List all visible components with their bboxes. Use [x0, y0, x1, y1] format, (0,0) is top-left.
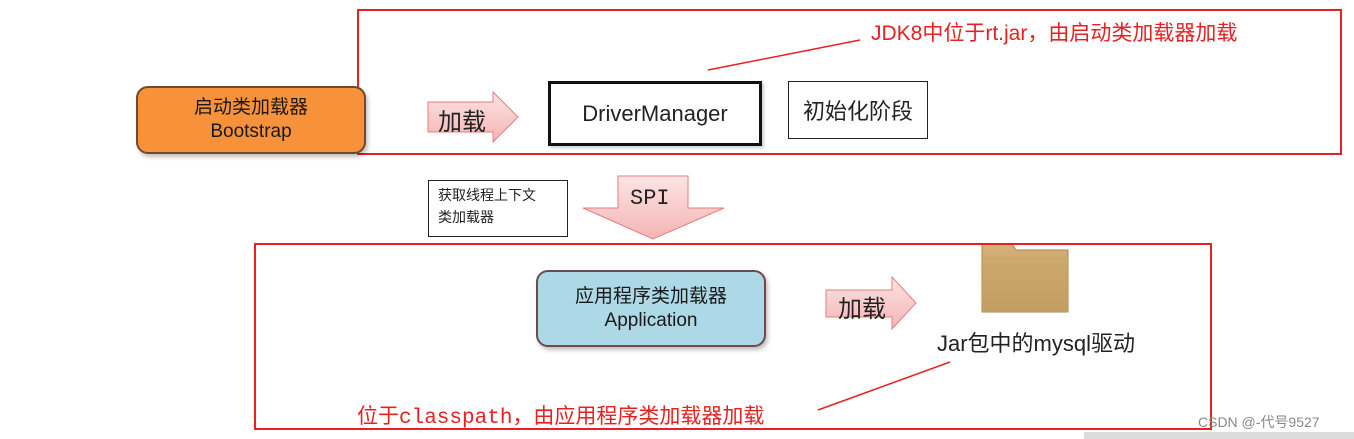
init-stage-label: 初始化阶段: [802, 99, 913, 124]
top-annotation-leader: [707, 39, 861, 71]
load-arrow-bottom-shape: [825, 275, 917, 331]
bootstrap-line1: 启动类加载器: [193, 97, 308, 118]
driver-manager-box: DriverManager: [548, 81, 762, 146]
context-loader-note: 获取线程上下文 类加载器: [428, 180, 568, 237]
application-region: [254, 243, 1212, 430]
load-arrow-top-shape: [427, 90, 519, 144]
bootstrap-loader: 启动类加载器 Bootstrap: [136, 86, 366, 154]
top-annotation: JDK8中位于rt.jar，由启动类加载器加载: [871, 22, 1238, 45]
jar-label: Jar包中的mysql驱动: [937, 331, 1136, 356]
init-stage-box: 初始化阶段: [788, 81, 928, 139]
folder-icon: [981, 243, 1069, 313]
spi-label: SPI: [630, 186, 670, 211]
watermark: CSDN @-代号9527: [1198, 414, 1320, 430]
application-loader: 应用程序类加载器 Application: [536, 270, 766, 347]
spi-arrow-shape: [582, 175, 725, 240]
bottom-annotation-text: 位于classpath，由应用程序类加载器加载: [357, 405, 765, 430]
application-line1: 应用程序类加载器: [574, 285, 727, 307]
application-line2: Application: [604, 309, 698, 331]
load-arrow-bottom-label: 加载: [838, 296, 886, 323]
load-arrow-top-label: 加载: [438, 109, 486, 136]
context-loader-line2: 类加载器: [438, 209, 494, 225]
bottom-annotation-leader: [817, 361, 951, 411]
bootstrap-region: [357, 9, 1342, 155]
classpath-word: classpath: [399, 407, 513, 430]
bootstrap-line2: Bootstrap: [210, 121, 292, 142]
driver-manager-label: DriverManager: [582, 100, 728, 126]
context-loader-line1: 获取线程上下文: [438, 187, 536, 203]
bottom-annotation: 位于classpath，由应用程序类加载器加载: [357, 400, 764, 430]
watermark-bar: [1084, 432, 1354, 439]
